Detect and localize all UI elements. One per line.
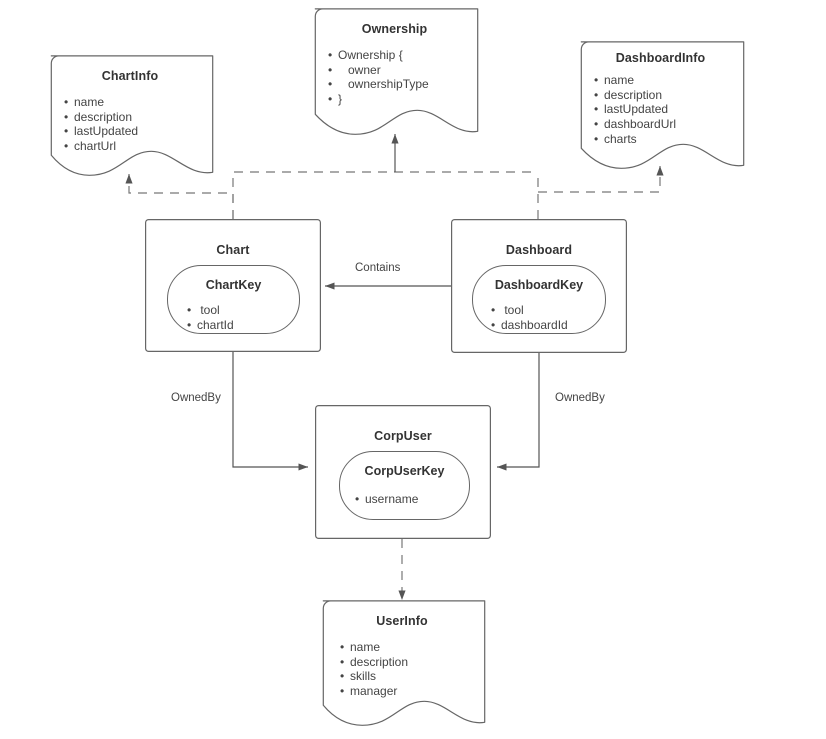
field-item: dashboardUrl <box>593 117 744 132</box>
field-item: chartUrl <box>63 139 213 154</box>
chart-title: Chart <box>216 243 250 257</box>
chartinfo-fields: name description lastUpdated chartUrl <box>63 95 213 154</box>
dashboardkey-title: DashboardKey <box>494 278 584 292</box>
node-chart[interactable]: Chart ChartKey tool chartId <box>145 219 322 353</box>
field-item: manager <box>339 684 485 699</box>
chartinfo-title: ChartInfo <box>101 69 159 83</box>
corpuser-key-box: CorpUserKey username <box>339 451 470 520</box>
field-item: description <box>593 88 744 103</box>
corpuser-title: CorpUser <box>374 429 432 443</box>
chartkey-title: ChartKey <box>205 278 262 292</box>
field-item: description <box>339 655 485 670</box>
userinfo-title: UserInfo <box>376 614 428 628</box>
field-item: lastUpdated <box>63 124 213 139</box>
field-item: charts <box>593 132 744 147</box>
edge-ownedby-right <box>497 353 540 471</box>
node-chartinfo[interactable]: ChartInfo name description lastUpdated c… <box>47 55 214 177</box>
chart-key-box: ChartKey tool chartId <box>167 265 300 334</box>
dashboard-title: Dashboard <box>505 243 573 257</box>
dashboardkey-fields: tool dashboardId <box>490 303 605 332</box>
field-item: Ownership { <box>327 48 478 63</box>
dashboard-key-box: DashboardKey tool dashboardId <box>472 265 606 334</box>
edge-label-contains: Contains <box>355 262 401 274</box>
corpuserkey-title: CorpUserKey <box>364 464 445 478</box>
field-subitem: } <box>327 92 478 107</box>
node-dashboardinfo[interactable]: DashboardInfo name description lastUpdat… <box>577 41 745 170</box>
field-item: tool <box>490 303 605 318</box>
edge-dashboard-dashboardinfo <box>538 166 664 193</box>
edge-chart-chartinfo <box>125 174 234 219</box>
field-item: name <box>339 640 485 655</box>
ownership-title: Ownership <box>361 22 428 36</box>
userinfo-fields: name description skills manager <box>339 640 485 699</box>
field-item: skills <box>339 669 485 684</box>
edge-label-ownedby-left: OwnedBy <box>171 392 221 404</box>
chartkey-fields: tool chartId <box>186 303 299 332</box>
node-corpuser[interactable]: CorpUser CorpUserKey username <box>315 405 492 540</box>
ownership-fields: Ownership { owner ownershipType } <box>327 48 478 107</box>
field-subitem: ownershipType <box>327 77 478 92</box>
edge-chart-ownership <box>232 171 538 219</box>
field-item: dashboardId <box>490 318 605 333</box>
field-item: username <box>354 492 469 507</box>
field-item: tool <box>186 303 299 318</box>
node-userinfo[interactable]: UserInfo name description skills manager <box>319 600 486 727</box>
node-ownership[interactable]: Ownership Ownership { owner ownershipTyp… <box>311 8 479 136</box>
field-item: lastUpdated <box>593 102 744 117</box>
edge-ownedby-left <box>232 352 308 471</box>
field-item: chartId <box>186 318 299 333</box>
edge-label-ownedby-right: OwnedBy <box>555 392 605 404</box>
dashboardinfo-fields: name description lastUpdated dashboardUr… <box>593 73 744 147</box>
field-item: name <box>593 73 744 88</box>
corpuserkey-fields: username <box>354 492 469 507</box>
dashboardinfo-title: DashboardInfo <box>615 51 706 65</box>
field-subitem: owner <box>327 63 478 78</box>
node-dashboard[interactable]: Dashboard DashboardKey tool dashboardId <box>451 219 628 354</box>
field-item: description <box>63 110 213 125</box>
field-item: name <box>63 95 213 110</box>
